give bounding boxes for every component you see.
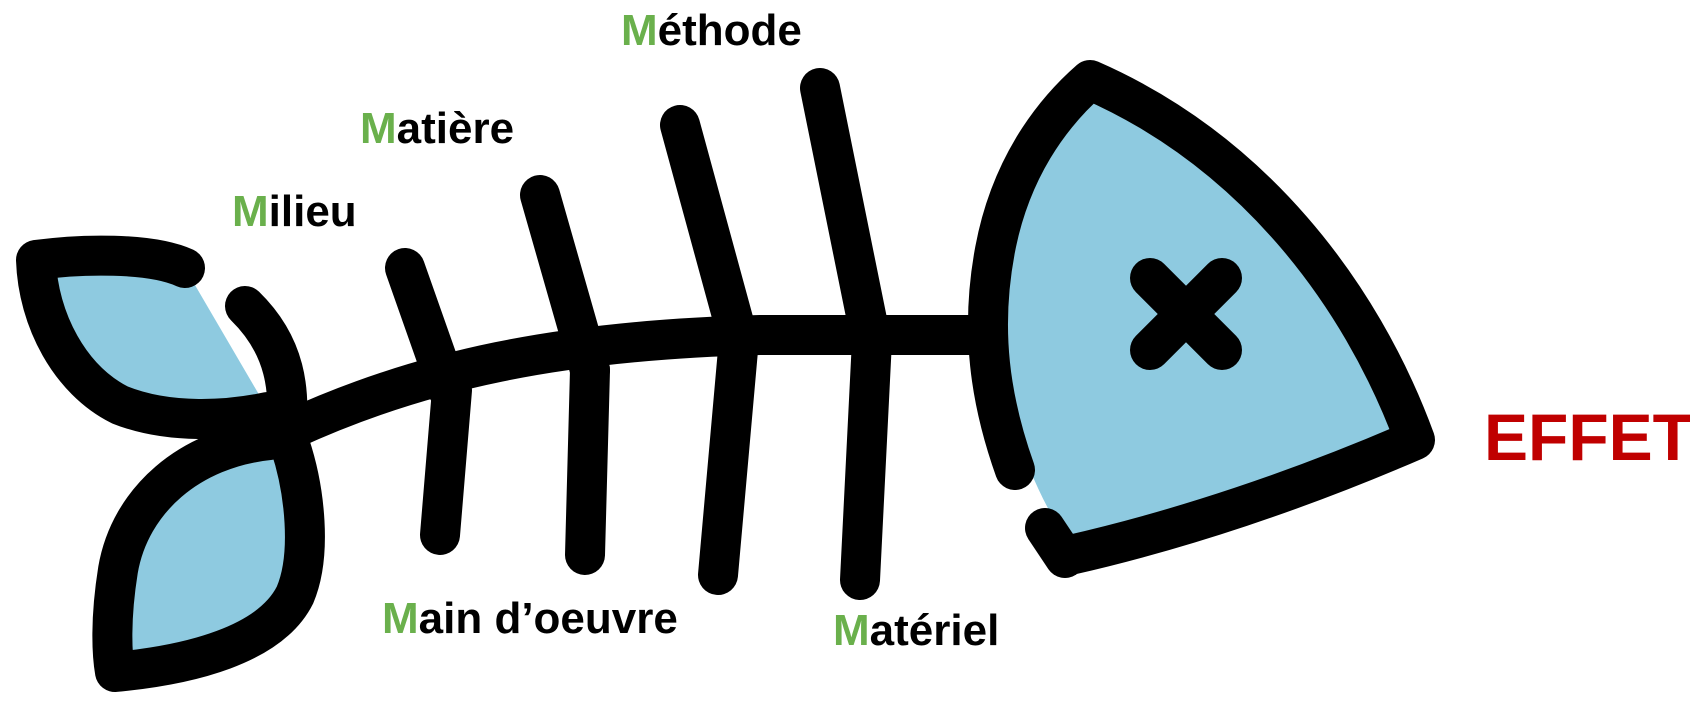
category-label-matiere: Matière: [360, 104, 514, 153]
category-label-materiel: Matériel: [833, 606, 999, 655]
fish-tail: [36, 256, 305, 672]
category-rest: ilieu: [269, 187, 357, 236]
category-label-main-oeuvre: Main d’oeuvre: [382, 594, 678, 643]
category-rest: éthode: [658, 6, 802, 55]
head-jaw: [1045, 528, 1065, 558]
category-label-methode: Méthode: [621, 6, 802, 55]
rib-materiel-2: [860, 340, 872, 580]
fish-head: [988, 80, 1415, 558]
category-label-milieu: Milieu: [232, 187, 357, 236]
category-initial: M: [382, 594, 419, 643]
rib-methode-1: [680, 125, 740, 345]
rib-materiel-1: [718, 350, 738, 575]
rib-main-oeuvre-1: [440, 390, 452, 535]
category-initial: M: [833, 606, 870, 655]
category-rest: atière: [397, 104, 514, 153]
rib-methode-2: [820, 88, 870, 335]
rib-main-oeuvre-2: [585, 370, 590, 555]
category-rest: atériel: [870, 606, 1000, 655]
category-initial: M: [621, 6, 658, 55]
category-initial: M: [360, 104, 397, 153]
fish-spine: [290, 335, 1000, 430]
category-initial: M: [232, 187, 269, 236]
category-rest: ain d’oeuvre: [419, 594, 678, 643]
effect-label: EFFET: [1484, 400, 1690, 474]
dead-eye-icon: [1150, 278, 1222, 350]
